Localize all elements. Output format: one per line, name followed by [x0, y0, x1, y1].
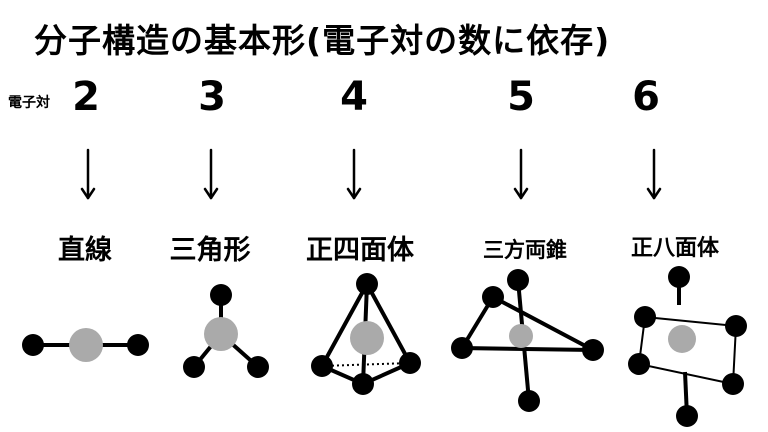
outer-atom	[518, 390, 540, 412]
central-atom	[668, 325, 696, 353]
shape-name-trigonal-bipyramidal: 三方両錐	[483, 238, 567, 262]
pair-count-3: 3	[198, 74, 226, 120]
outer-atom	[127, 334, 149, 356]
outer-atom	[725, 315, 747, 337]
pair-count-5: 5	[507, 74, 535, 120]
outer-atom	[247, 356, 269, 378]
page-title: 分子構造の基本形(電子対の数に依存)	[34, 21, 611, 60]
trigonal-bipyramidal-molecule	[451, 269, 604, 412]
outer-atom	[399, 352, 421, 374]
central-atom	[509, 324, 533, 348]
octahedral-molecule	[628, 266, 747, 427]
outer-atom	[507, 269, 529, 291]
outer-atom	[352, 373, 374, 395]
outer-atom	[634, 306, 656, 328]
shape-name-tetrahedral: 正四面体	[306, 235, 414, 266]
shape-name-trigonal: 三角形	[169, 235, 251, 266]
central-atom	[69, 328, 103, 362]
down-arrow-icon	[203, 148, 219, 200]
outer-atom	[451, 337, 473, 359]
down-arrow-icon	[80, 148, 96, 200]
outer-atom	[582, 339, 604, 361]
shape-name-linear: 直線	[58, 235, 112, 266]
outer-atom	[668, 266, 690, 288]
linear-molecule	[22, 328, 149, 362]
outer-atom	[356, 273, 378, 295]
outer-atom	[676, 405, 698, 427]
outer-atom	[628, 353, 650, 375]
pair-count-2: 2	[72, 74, 100, 120]
outer-atom	[210, 284, 232, 306]
pair-count-6: 6	[632, 74, 660, 120]
outer-atom	[311, 355, 333, 377]
tetrahedral-molecule	[311, 273, 421, 395]
central-atom	[204, 317, 238, 351]
central-atom	[350, 321, 384, 355]
outer-atom	[722, 373, 744, 395]
outer-atom	[482, 286, 504, 308]
down-arrow-icon	[513, 148, 529, 200]
pair-count-4: 4	[340, 74, 368, 120]
trigonal-molecule	[183, 284, 269, 378]
outer-atom	[22, 334, 44, 356]
outer-atom	[183, 356, 205, 378]
down-arrow-icon	[346, 148, 362, 200]
down-arrow-icon	[646, 148, 662, 200]
electron-pair-label: 電子対	[8, 95, 50, 111]
shape-name-octahedral: 正八面体	[630, 236, 719, 261]
